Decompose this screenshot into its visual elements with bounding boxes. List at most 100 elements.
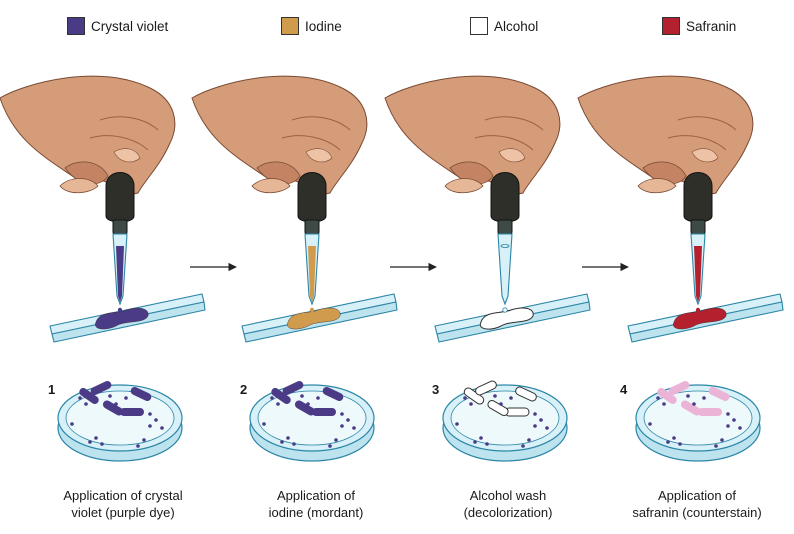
coccus-dot [656, 396, 660, 400]
bacterium-rod [475, 380, 497, 396]
coccus-dot [124, 396, 128, 400]
step-1-illustration [0, 75, 206, 462]
petri-dish [57, 384, 183, 462]
coccus-dot [455, 422, 459, 426]
coccus-dot [720, 438, 724, 442]
stain-puddle [287, 307, 341, 330]
coccus-dot [463, 396, 467, 400]
coccus-dot [108, 394, 112, 398]
caption-line: Application of [657, 488, 737, 503]
dropper-liquid [694, 246, 702, 302]
bacterium-rod [322, 387, 344, 401]
coccus-dot [94, 436, 98, 440]
coccus-dot [732, 418, 736, 422]
coccus-dot [160, 426, 164, 430]
coccus-dot [678, 442, 682, 446]
coccus-dot [545, 426, 549, 430]
coccus-dot [352, 426, 356, 430]
iodine-swatch [281, 17, 299, 35]
coccus-dot [280, 440, 284, 444]
coccus-dot [521, 444, 525, 448]
step-2-illustration [191, 75, 398, 462]
coccus-dot [300, 394, 304, 398]
stain-puddle [95, 307, 149, 330]
legend-label: Safranin [686, 18, 737, 34]
coccus-dot [306, 402, 310, 406]
falling-drop [309, 307, 315, 313]
dropper-liquid [500, 244, 510, 248]
coccus-dot [726, 424, 730, 428]
caption-line: violet (purple dye) [71, 505, 175, 520]
hand-with-dropper [577, 75, 754, 305]
coccus-dot [509, 396, 513, 400]
alcohol-swatch [470, 17, 488, 35]
bacterium-rod [504, 407, 530, 417]
dropper-liquid [308, 246, 316, 302]
coccus-dot [316, 396, 320, 400]
caption-line: Alcohol wash [469, 488, 547, 503]
coccus-dot [292, 442, 296, 446]
bacterium-rod [668, 381, 690, 395]
coccus-dot [142, 438, 146, 442]
coccus-dot [340, 424, 344, 428]
falling-drop [695, 307, 701, 313]
bacterium-rod [282, 381, 304, 395]
crystal-violet-swatch [67, 17, 85, 35]
coccus-dot [485, 442, 489, 446]
falling-drop [117, 307, 123, 313]
coccus-dot [692, 402, 696, 406]
legend-alcohol: Alcohol [470, 14, 538, 38]
step-caption-2: Application of iodine (mordant) [231, 487, 401, 521]
falling-drop [502, 307, 508, 313]
step-caption-3: Alcohol wash (decolorization) [423, 487, 593, 521]
coccus-dot [114, 402, 118, 406]
bacterium-rod [312, 408, 336, 416]
legend-iodine: Iodine [281, 14, 342, 38]
coccus-dot [262, 422, 266, 426]
petri-dish [635, 384, 761, 462]
bacterium-rod [102, 400, 124, 416]
coccus-dot [100, 442, 104, 446]
coccus-dot [154, 418, 158, 422]
petri-dish [442, 384, 568, 462]
legend-label: Iodine [305, 18, 342, 34]
bacterium-rod [130, 387, 152, 401]
coccus-dot [714, 444, 718, 448]
coccus-dot [346, 418, 350, 422]
bacterium-rod [90, 381, 112, 395]
coccus-dot [136, 444, 140, 448]
hand-with-dropper [191, 75, 368, 305]
caption-line: Application of [276, 488, 356, 503]
coccus-dot [499, 402, 503, 406]
coccus-dot [286, 436, 290, 440]
coccus-dot [270, 396, 274, 400]
coccus-dot [533, 424, 537, 428]
coccus-dot [78, 396, 82, 400]
coccus-dot [738, 426, 742, 430]
caption-line: (decolorization) [463, 505, 553, 520]
bacterium-rod [680, 400, 702, 416]
coccus-dot [533, 412, 537, 416]
stain-puddle [673, 307, 727, 330]
coccus-dot [473, 440, 477, 444]
hand-with-dropper [384, 75, 561, 305]
coccus-dot [648, 422, 652, 426]
bacterium-rod [708, 387, 730, 401]
stain-puddle [479, 307, 534, 330]
petri-dish [249, 384, 375, 462]
coccus-dot [148, 412, 152, 416]
coccus-dot [276, 402, 280, 406]
coccus-dot [702, 396, 706, 400]
coccus-dot [70, 422, 74, 426]
coccus-dot [686, 394, 690, 398]
coccus-dot [666, 440, 670, 444]
legend-label: Crystal violet [91, 18, 169, 34]
bacterium-rod [79, 387, 99, 405]
coccus-dot [334, 438, 338, 442]
coccus-dot [493, 394, 497, 398]
safranin-swatch [662, 17, 680, 35]
bacterium-rod [294, 400, 316, 416]
caption-line: safranin (counterstain) [632, 505, 762, 520]
bacterium-rod [698, 408, 722, 416]
